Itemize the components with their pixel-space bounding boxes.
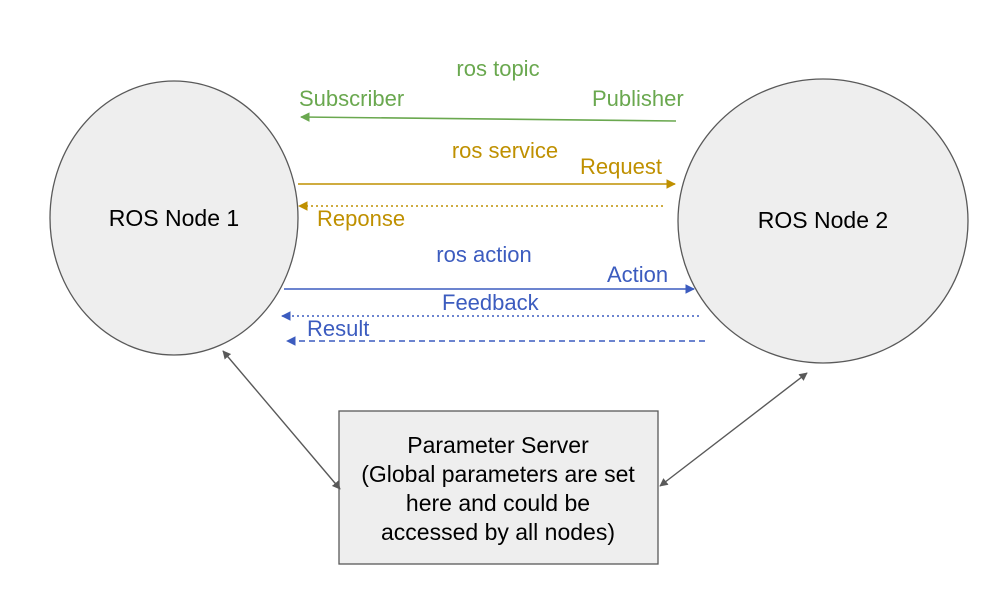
- result-label: Result: [307, 316, 369, 341]
- node2-server-connector: [659, 372, 808, 487]
- ros-action-group: ros action Action Feedback Result: [281, 242, 705, 346]
- ros-node-1-label: ROS Node 1: [109, 205, 239, 231]
- subscriber-label: Subscriber: [299, 86, 404, 111]
- parameter-server-line-2: (Global parameters are set: [361, 461, 635, 487]
- node1-server-connector: [222, 350, 341, 490]
- ros-topic-group: ros topic Subscriber Publisher: [299, 56, 684, 122]
- parameter-server-line-1: Parameter Server: [407, 432, 589, 458]
- ros-node-1-circle: [49, 80, 299, 356]
- parameter-server: Parameter Server (Global parameters are …: [338, 410, 659, 565]
- parameter-server-box: [338, 410, 659, 565]
- ros-node-2-label: ROS Node 2: [758, 207, 888, 233]
- ros-topic-title: ros topic: [456, 56, 539, 81]
- publisher-label: Publisher: [592, 86, 684, 111]
- topic-arrow: [300, 112, 677, 122]
- ros-node-2-circle: [677, 78, 969, 364]
- parameter-server-line-3: here and could be: [406, 490, 590, 516]
- ros-node-1: ROS Node 1: [49, 80, 299, 356]
- parameter-server-line-4: accessed by all nodes): [381, 519, 615, 545]
- feedback-label: Feedback: [442, 290, 540, 315]
- ros-service-group: ros service Request Reponse: [298, 138, 676, 231]
- ros-node-2: ROS Node 2: [677, 78, 969, 364]
- ros-action-title: ros action: [436, 242, 531, 267]
- ros-service-title: ros service: [452, 138, 558, 163]
- response-label: Reponse: [317, 206, 405, 231]
- action-label: Action: [607, 262, 668, 287]
- request-label: Request: [580, 154, 662, 179]
